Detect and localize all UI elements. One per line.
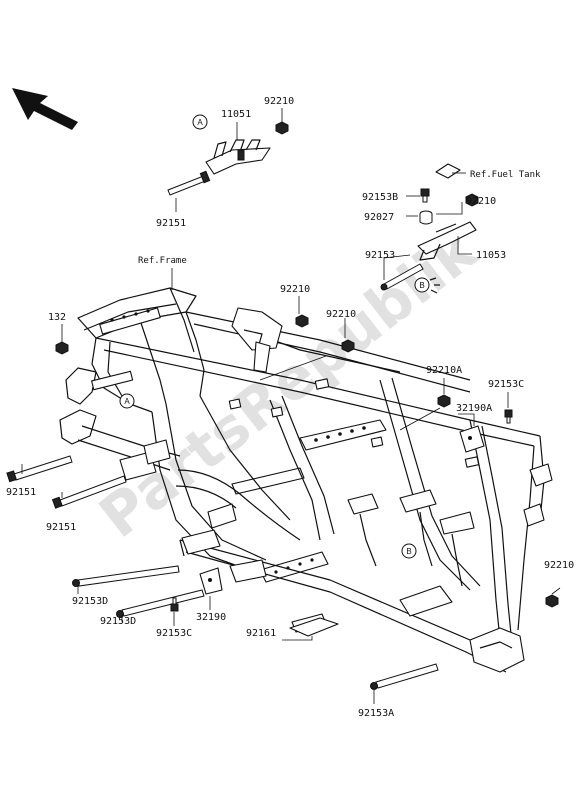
label-92161: 92161 [246,628,276,639]
bolt-92210-mid1 [295,314,309,328]
bolt-92153C-low [170,597,179,612]
bracket-32190 [199,567,223,595]
label-32190: 32190 [196,612,226,623]
label-92153D-2: 92153D [100,616,136,627]
label-92210-low: 92210 [544,560,574,571]
bolt-92151-left1 [6,455,73,483]
label-92151-top: 92151 [156,218,186,229]
label-ref-frame: Ref.Frame [138,256,187,266]
label-11053: 11053 [476,250,506,261]
label-92153C-low: 92153C [156,628,192,639]
bracket-11053 [417,221,477,261]
fuel-tank-ref-pad [435,163,461,179]
label-92210A: 92210A [426,365,462,376]
callout-A-top: A [192,114,208,130]
label-92210-top: 92210 [264,96,294,107]
bracket-32190A [459,425,485,453]
bolt-92151-top [167,170,211,196]
label-92153D-1: 92153D [72,596,108,607]
label-92210-right: 92210 [466,196,496,207]
bolt-92153B [420,188,430,203]
callout-B-top: B [414,277,440,294]
label-92151-left1: 92151 [6,487,36,498]
label-92027: 92027 [364,212,394,223]
label-92153C-right: 92153C [488,379,524,390]
callout-B-top-text: B [419,281,424,290]
bracket-11051 [205,139,271,175]
label-92153: 92153 [365,250,395,261]
label-92153A: 92153A [358,708,394,719]
plate-holes [110,309,366,574]
callout-A-frame-text: A [124,397,130,406]
callout-B-frame: B [401,543,417,559]
bolt-92210-low [545,594,559,608]
label-92210-mid2: 92210 [326,309,356,320]
label-11051: 11051 [221,109,251,120]
bolt-92210-right [465,193,479,207]
bolt-92151-left2 [51,475,127,509]
label-92210-mid1: 92210 [280,284,310,295]
callout-B-frame-text: B [406,547,411,556]
label-ref-fuel-tank: Ref.Fuel Tank [470,170,541,180]
callout-A-top-text: A [197,118,203,127]
bolt-92210-top [275,121,289,135]
bolt-92153D-1 [72,565,180,587]
bolt-92153C-right [504,409,513,424]
label-32190A: 32190A [456,403,492,414]
nut-132 [55,341,69,355]
callout-A-frame: A [119,393,135,409]
label-92151-left2: 92151 [46,522,76,533]
bolt-92153D-2 [116,589,205,618]
front-direction-arrow-icon [12,88,78,130]
bolt-92210A [437,394,451,408]
leader-lines [21,108,561,704]
part-labels: 11051 92210 92151 Ref.Fuel Tank 92153B 9… [6,96,574,719]
bolt-92210-mid2 [341,339,355,353]
label-92153B: 92153B [362,192,398,203]
bolt-92153 [380,263,424,291]
pad-92161 [289,617,339,637]
collar-92027 [419,210,433,225]
bolt-92153A [370,663,439,690]
label-132: 132 [48,312,66,323]
